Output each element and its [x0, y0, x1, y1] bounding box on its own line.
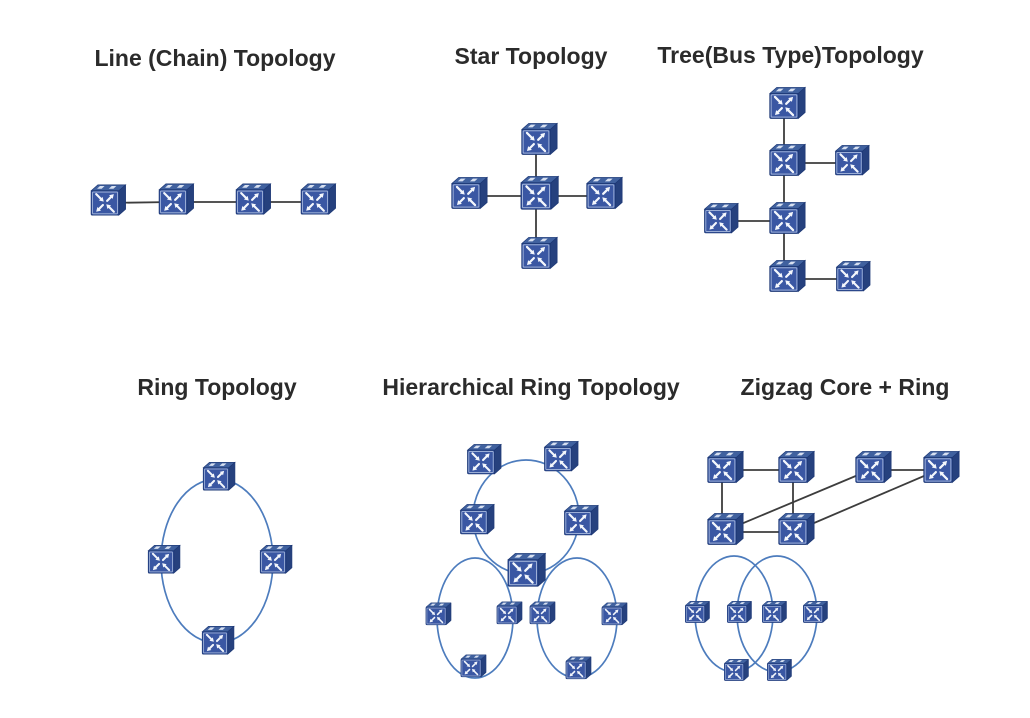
network-switch-3d-icon — [301, 184, 335, 214]
network-switch-3d-icon — [148, 545, 180, 573]
topology-title-tree-bus: Tree(Bus Type)Topology — [657, 42, 924, 68]
network-switch-3d-icon — [708, 513, 743, 544]
network-switch-3d-icon — [770, 144, 805, 175]
network-switch-3d-icon — [779, 451, 814, 482]
topology-title-line-chain: Line (Chain) Topology — [94, 45, 336, 71]
network-switch-3d-icon — [587, 177, 622, 208]
network-switch-3d-icon — [545, 441, 579, 470]
topology-title-ring: Ring Topology — [137, 374, 297, 400]
network-switch-3d-icon — [724, 659, 748, 680]
topology-ring — [148, 462, 292, 654]
topology-line-chain — [91, 184, 335, 215]
network-switch-3d-icon — [522, 123, 557, 154]
network-switch-3d-icon — [727, 601, 751, 622]
network-switch-3d-icon — [203, 462, 235, 490]
topology-zigzag-core-ring — [685, 451, 959, 680]
network-switch-3d-icon — [565, 505, 599, 534]
network-switch-3d-icon — [508, 553, 545, 586]
network-switch-3d-icon — [770, 87, 805, 118]
network-switch-3d-icon — [522, 237, 557, 268]
topology-title-hierarchical-ring: Hierarchical Ring Topology — [382, 374, 680, 400]
network-switch-3d-icon — [770, 202, 805, 233]
network-switch-3d-icon — [497, 602, 522, 624]
network-switch-3d-icon — [705, 203, 739, 232]
topology-star — [452, 123, 622, 268]
network-switch-3d-icon — [836, 145, 870, 174]
network-switch-3d-icon — [803, 601, 827, 622]
network-switch-3d-icon — [452, 177, 487, 208]
topology-title-zigzag-core-ring: Zigzag Core + Ring — [740, 374, 950, 400]
network-switch-3d-icon — [461, 504, 495, 533]
link-line — [721, 469, 871, 533]
network-switch-3d-icon — [159, 184, 193, 214]
link-line — [792, 469, 939, 533]
network-switch-3d-icon — [91, 185, 125, 215]
topology-hierarchical-ring — [426, 441, 627, 678]
network-switch-3d-icon — [770, 260, 805, 291]
network-switch-3d-icon — [566, 657, 591, 679]
network-switch-3d-icon — [260, 545, 292, 573]
network-switch-3d-icon — [236, 184, 270, 214]
topology-tree-bus — [705, 87, 871, 291]
network-switch-3d-icon — [461, 655, 486, 677]
network-switch-3d-icon — [767, 659, 791, 680]
network-switch-3d-icon — [779, 513, 814, 544]
network-switch-3d-icon — [521, 176, 558, 209]
network-switch-3d-icon — [856, 451, 891, 482]
network-switch-3d-icon — [685, 601, 709, 622]
topology-title-star: Star Topology — [454, 43, 608, 69]
network-switch-3d-icon — [426, 603, 451, 625]
network-switch-3d-icon — [602, 603, 627, 625]
network-switch-3d-icon — [762, 601, 786, 622]
network-switch-3d-icon — [202, 626, 234, 654]
network-switch-3d-icon — [530, 602, 555, 624]
network-switch-3d-icon — [837, 261, 871, 290]
network-switch-3d-icon — [708, 451, 743, 482]
network-switch-3d-icon — [468, 444, 502, 473]
network-switch-3d-icon — [924, 451, 959, 482]
